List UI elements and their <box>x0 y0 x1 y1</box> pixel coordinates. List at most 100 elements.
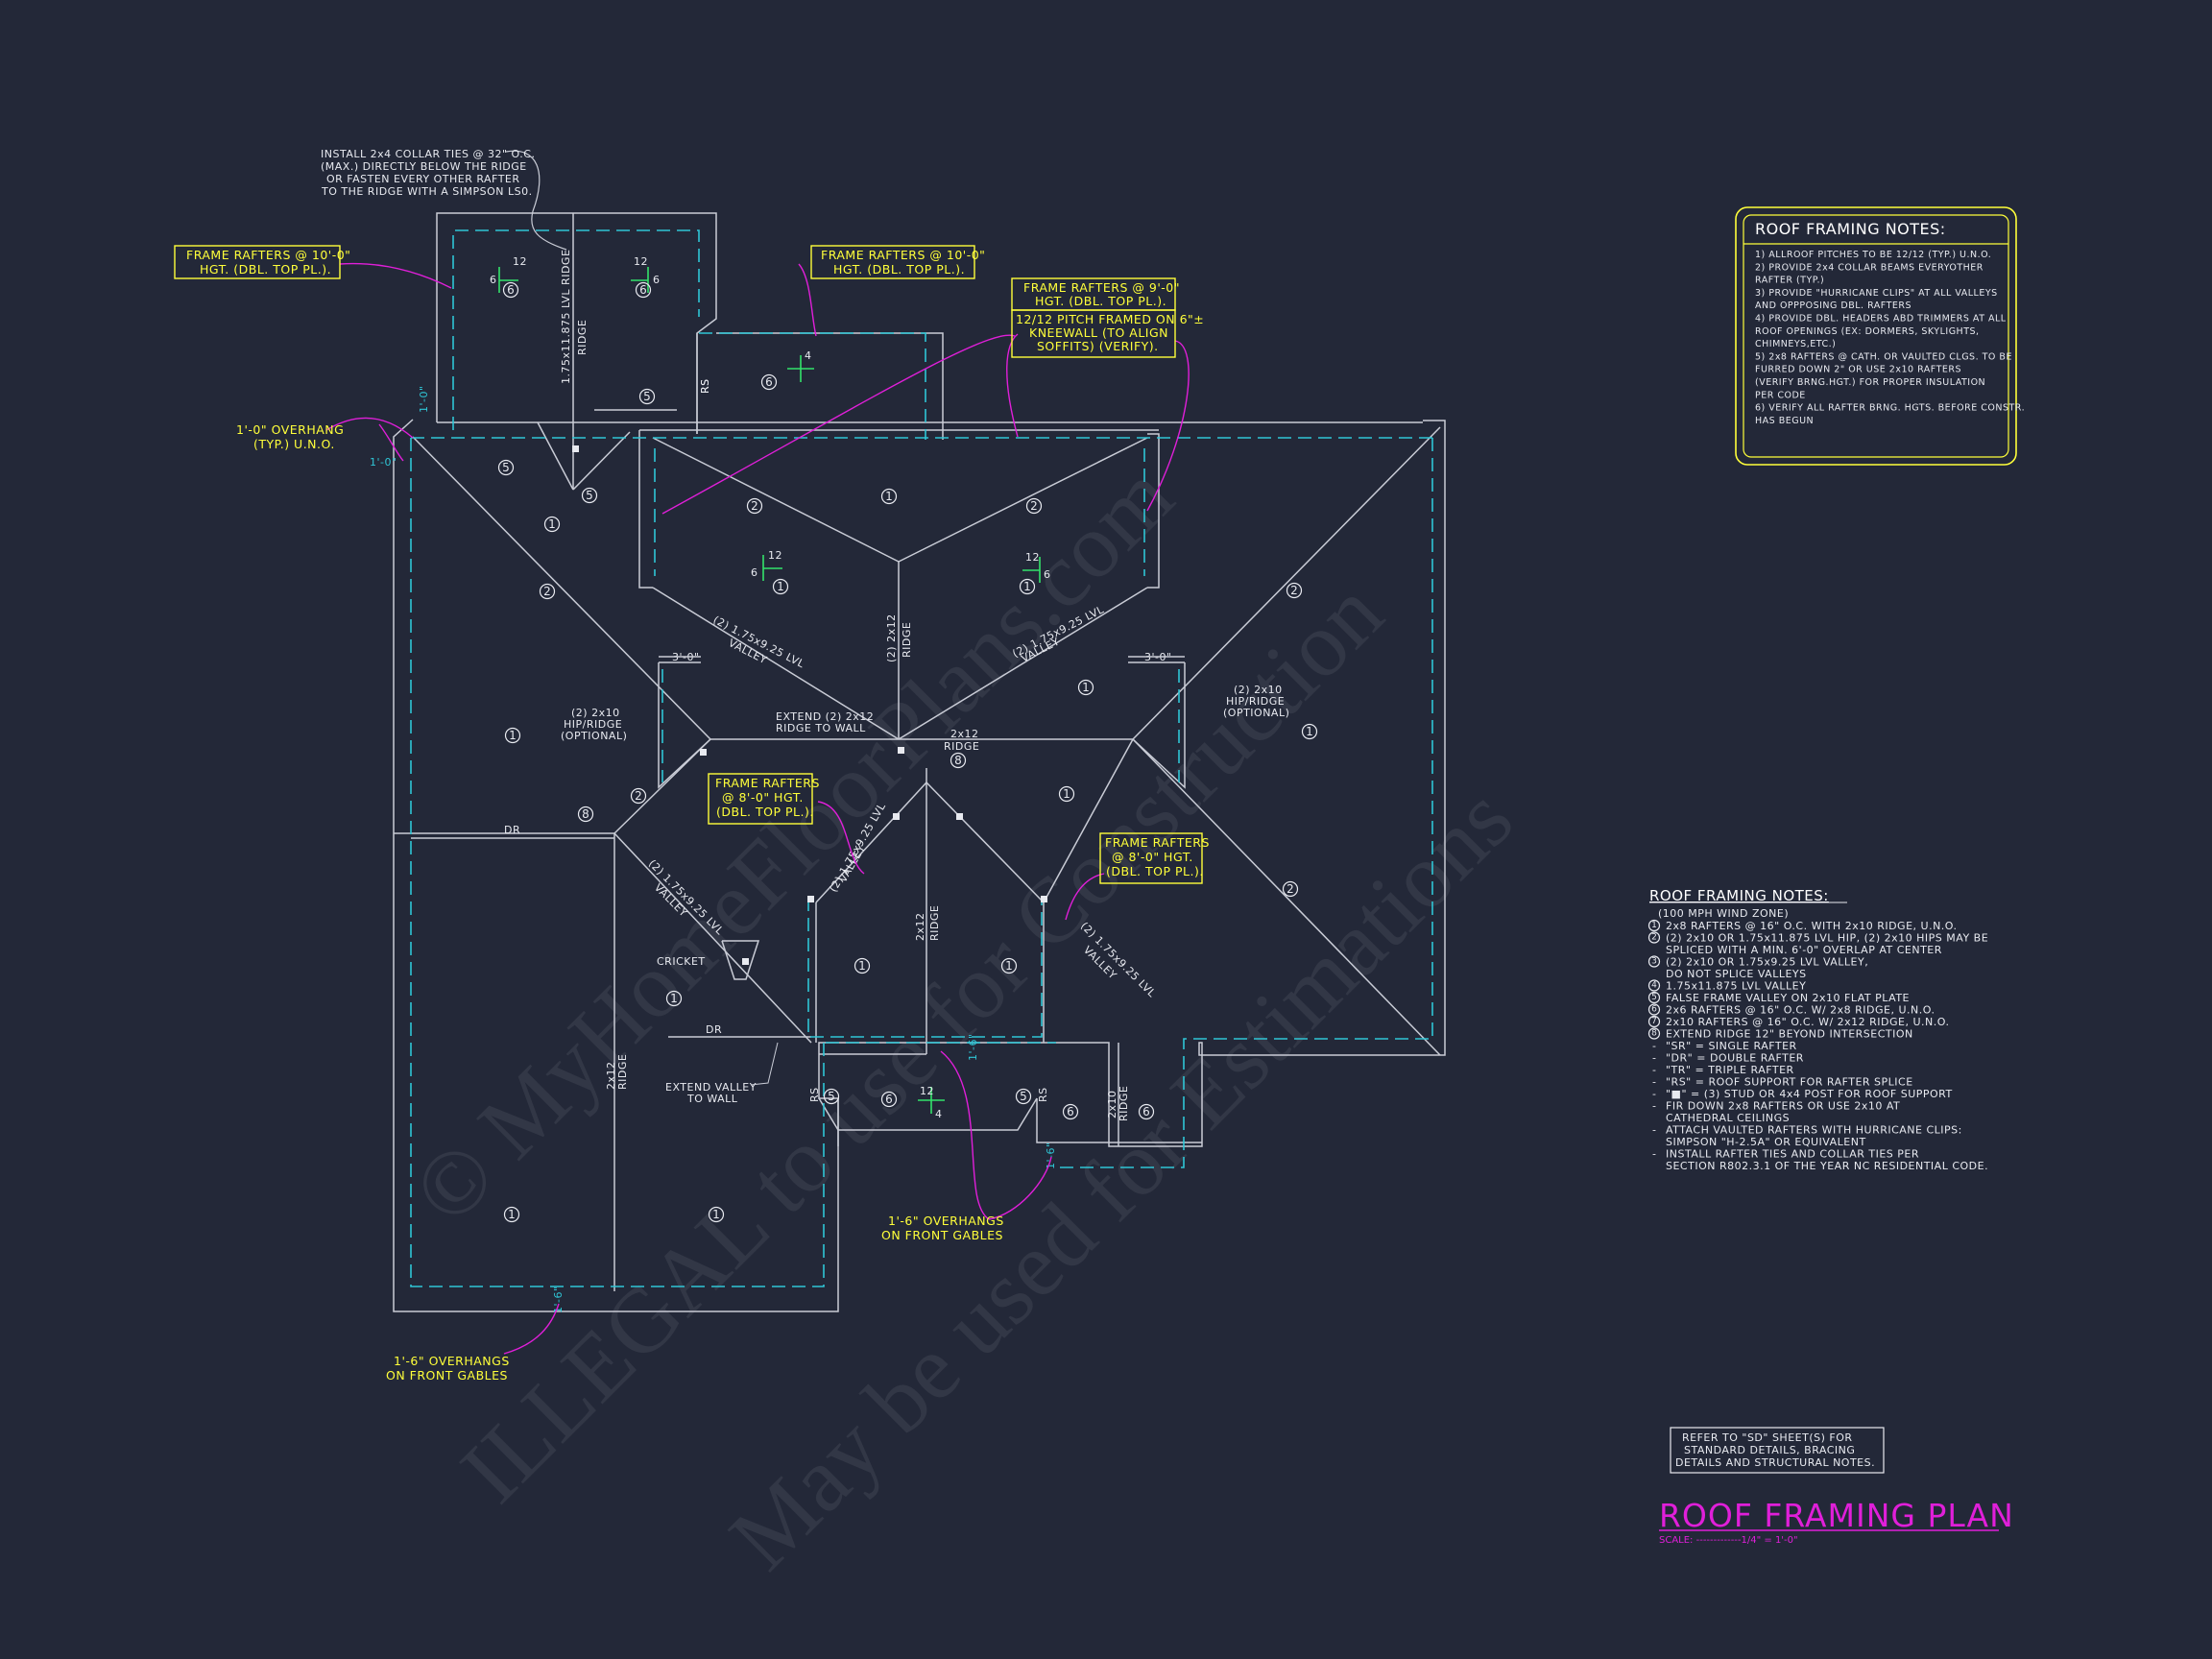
svg-text:-: - <box>1652 1088 1656 1100</box>
ridge-2x12-top-1: (2) 2x12 <box>885 613 898 662</box>
kneewall-3: SOFFITS) (VERIFY). <box>1037 339 1159 353</box>
ridge-2x12-mid-1: 2x12 <box>950 728 979 740</box>
refer-line-3: DETAILS AND STRUCTURAL NOTES. <box>1675 1456 1875 1469</box>
svg-text:1: 1 <box>1063 787 1070 801</box>
svg-text:5: 5 <box>828 1090 835 1103</box>
legend-dash-item: -"DR" = DOUBLE RAFTER <box>1652 1052 1803 1065</box>
svg-text:"■" = (3) STUD OR 4x4 POST F: "■" = (3) STUD OR 4x4 POST FOR ROOF SUPP… <box>1666 1088 1953 1100</box>
pitch-symbol: 12 4 <box>918 1085 945 1120</box>
svg-text:12: 12 <box>920 1085 934 1097</box>
svg-text:-: - <box>1652 1148 1656 1161</box>
rafter-tag: 2 <box>1282 880 1299 898</box>
rafter-tag: 1 <box>854 957 871 974</box>
rafter-tag: 5 <box>823 1088 840 1105</box>
svg-text:8: 8 <box>1651 1029 1657 1039</box>
svg-text:FALSE FRAME VALLEY ON 2x10 FLA: FALSE FRAME VALLEY ON 2x10 FLAT PLATE <box>1666 992 1910 1004</box>
rafter-tag: 1 <box>1000 957 1018 974</box>
collar-ties-3: OR FASTEN EVERY OTHER RAFTER <box>326 173 520 185</box>
notes-box-item: CHIMNEYS,ETC.) <box>1755 339 1836 349</box>
refer-box: REFER TO "SD" SHEET(S) FOR STANDARD DETA… <box>1670 1427 1885 1474</box>
svg-text:1: 1 <box>670 992 678 1005</box>
svg-text:(2) 2x10 OR 1.75x9.25 LVL VALL: (2) 2x10 OR 1.75x9.25 LVL VALLEY, <box>1666 956 1868 969</box>
notes-box-item: AND OPPPOSING DBL. RAFTERS <box>1755 301 1911 311</box>
rafter-tag: 8 <box>577 805 594 823</box>
rafter-tag: 1 <box>665 990 683 1007</box>
notes-box-item: 6) VERIFY ALL RAFTER BRNG. HGTS. BEFORE … <box>1755 403 2025 414</box>
svg-text:-: - <box>1652 1100 1656 1113</box>
rafter-tag: 1 <box>1301 723 1318 740</box>
post-markers <box>572 445 1047 965</box>
rafter-tag: 5 <box>497 459 515 476</box>
watermark: © MyHomeFloorPlans.com ILLEGAL to use fo… <box>393 444 1531 1588</box>
svg-text:2: 2 <box>635 789 642 803</box>
rafter-tag: 6 <box>635 281 652 299</box>
kneewall-2: KNEEWALL (TO ALIGN <box>1029 325 1168 340</box>
svg-text:2: 2 <box>1290 584 1298 597</box>
pitch-symbol: 12 6 <box>1022 551 1051 583</box>
overhang-dashed-lines <box>410 229 1433 1287</box>
frame-8-center-3: (DBL. TOP PL.). <box>716 805 814 819</box>
svg-text:6: 6 <box>1142 1105 1150 1118</box>
frame-8-center-2: @ 8'-0" HGT. <box>722 790 804 805</box>
svg-text:2x8 RAFTERS @ 16" O.C. WITH 2x: 2x8 RAFTERS @ 16" O.C. WITH 2x10 RIDGE, … <box>1666 920 1958 932</box>
oh-1-6-b: 1'-6" <box>1045 1142 1057 1169</box>
rafter-tag: 2 <box>1286 582 1303 599</box>
svg-text:2x10 RAFTERS @ 16" O.C. W/ 2x1: 2x10 RAFTERS @ 16" O.C. W/ 2x12 RIDGE, U… <box>1666 1016 1949 1028</box>
rafter-tag: 1 <box>1058 785 1075 803</box>
svg-text:2: 2 <box>1030 499 1038 513</box>
legend-title: ROOF FRAMING NOTES: <box>1649 887 1829 904</box>
svg-text:6: 6 <box>490 274 497 286</box>
rafter-tag: 2 <box>1025 497 1043 515</box>
frame-10-left-1: FRAME RAFTERS @ 10'-0" <box>186 248 350 262</box>
legend-wind: (100 MPH WIND ZONE) <box>1658 907 1789 920</box>
oh-1-0-a: 1'-0" <box>418 385 430 413</box>
rafter-tag: 6 <box>760 373 778 391</box>
svg-text:SIMPSON "H-2.5A" OR EQUIVALENT: SIMPSON "H-2.5A" OR EQUIVALENT <box>1666 1136 1866 1148</box>
svg-text:6: 6 <box>751 566 758 579</box>
svg-text:2: 2 <box>543 585 551 598</box>
hip-right-2: HIP/RIDGE <box>1226 695 1285 708</box>
svg-text:SECTION R802.3.1 OF THE YEAR N: SECTION R802.3.1 OF THE YEAR NC RESIDENT… <box>1666 1160 1988 1172</box>
notes-box-item: RAFTER (TYP.) <box>1755 276 1824 286</box>
legend-dash-item: -FIR DOWN 2x8 RAFTERS OR USE 2x10 ATCATH… <box>1652 1100 1900 1125</box>
svg-text:8: 8 <box>582 807 589 821</box>
notes-box-item: 2) PROVIDE 2x4 COLLAR BEAMS EVERYOTHER <box>1755 262 1984 273</box>
frame-8-right-2: @ 8'-0" HGT. <box>1112 850 1193 864</box>
svg-text:7: 7 <box>1651 1017 1657 1026</box>
legend-numbered-item: 7 2x10 RAFTERS @ 16" O.C. W/ 2x12 RIDGE, … <box>1647 1015 1949 1028</box>
svg-text:6: 6 <box>885 1093 893 1106</box>
svg-text:6: 6 <box>1044 568 1051 581</box>
overhang-front-2a: 1'-6" OVERHANGS <box>394 1354 510 1368</box>
rafter-tag: 2 <box>746 497 763 515</box>
notes-box-item: ROOF OPENINGS (EX: DORMERS, SKYLIGHTS, <box>1755 326 1980 337</box>
rs-label-lower-2: RS <box>1037 1087 1049 1102</box>
extend-valley-1: EXTEND VALLEY <box>665 1081 757 1094</box>
rafter-tag: 5 <box>638 388 656 405</box>
svg-text:4: 4 <box>935 1108 943 1120</box>
rafter-tag: 1 <box>503 1206 520 1223</box>
svg-text:1: 1 <box>548 517 556 531</box>
oh-1-0-b: 1'-0" <box>370 456 397 469</box>
refer-line-2: STANDARD DETAILS, BRACING <box>1684 1444 1855 1456</box>
rs-label: RS <box>699 378 711 394</box>
roof-outline <box>393 212 1446 1312</box>
dr-label-left: DR <box>504 824 520 836</box>
pitch-symbols: 12 6 12 6 4 12 6 12 6 12 4 <box>490 255 1051 1120</box>
oh-1-6-c: 1'-6" <box>552 1286 565 1313</box>
collar-ties-1: INSTALL 2x4 COLLAR TIES @ 32" O.C. <box>321 148 535 160</box>
notes-box-item: 5) 2x8 RAFTERS @ CATH. OR VAULTED CLGS. … <box>1755 351 2012 362</box>
svg-text:1: 1 <box>1306 725 1313 738</box>
frame-10-left-2: HGT. (DBL. TOP PL.). <box>200 262 331 276</box>
pitch-symbol: 12 6 <box>631 255 660 293</box>
cricket-label: CRICKET <box>657 955 706 968</box>
legend-dash-item: -"■" = (3) STUD OR 4x4 POST FOR ROOF SUP… <box>1652 1088 1953 1100</box>
svg-text:1: 1 <box>1005 959 1013 973</box>
legend-dash-item: -"SR" = SINGLE RAFTER <box>1652 1040 1796 1052</box>
frame-10-right-2: HGT. (DBL. TOP PL.). <box>833 262 965 276</box>
plan-title: ROOF FRAMING PLAN <box>1659 1497 2014 1534</box>
hip-left-1: (2) 2x10 <box>571 707 620 719</box>
svg-text:6: 6 <box>639 283 647 297</box>
